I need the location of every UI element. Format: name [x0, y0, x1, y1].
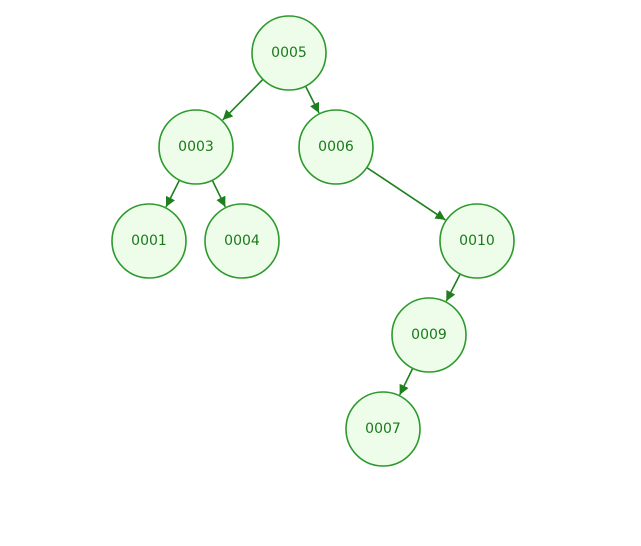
edge-0003-to-0001 [165, 179, 181, 208]
node-circle [345, 391, 421, 467]
node-label: 0005 [271, 45, 307, 61]
tree-node-0006[interactable]: 0006 [298, 109, 374, 185]
node-label: 0003 [178, 139, 214, 155]
node-label: 0009 [411, 327, 447, 343]
tree-node-0007[interactable]: 0007 [345, 391, 421, 467]
node-label: 0006 [318, 139, 354, 155]
edge-0009-to-0007 [398, 367, 414, 396]
tree-node-0001[interactable]: 0001 [111, 203, 187, 279]
edge-0006-to-0010 [366, 166, 446, 221]
nodes-layer: 0005 0003 0006 0001 0004 0010 0009 0007 [111, 15, 515, 467]
tree-node-0005[interactable]: 0005 [251, 15, 327, 91]
tree-node-0010[interactable]: 0010 [439, 203, 515, 279]
node-label: 0010 [459, 233, 495, 249]
node-circle [251, 15, 327, 91]
node-label: 0004 [224, 233, 260, 249]
node-label: 0001 [131, 233, 167, 249]
node-circle [204, 203, 280, 279]
node-circle [298, 109, 374, 185]
edge-0003-to-0004 [211, 179, 227, 208]
node-circle [439, 203, 515, 279]
node-circle [111, 203, 187, 279]
edge-0005-to-0006 [304, 85, 320, 114]
tree-node-0004[interactable]: 0004 [204, 203, 280, 279]
tree-node-0003[interactable]: 0003 [158, 109, 234, 185]
edge-0005-to-0003 [222, 78, 264, 121]
edges-layer [165, 78, 461, 396]
edge-0010-to-0009 [445, 273, 461, 302]
tree-node-0009[interactable]: 0009 [391, 297, 467, 373]
node-circle [158, 109, 234, 185]
node-circle [391, 297, 467, 373]
node-label: 0007 [365, 421, 401, 437]
